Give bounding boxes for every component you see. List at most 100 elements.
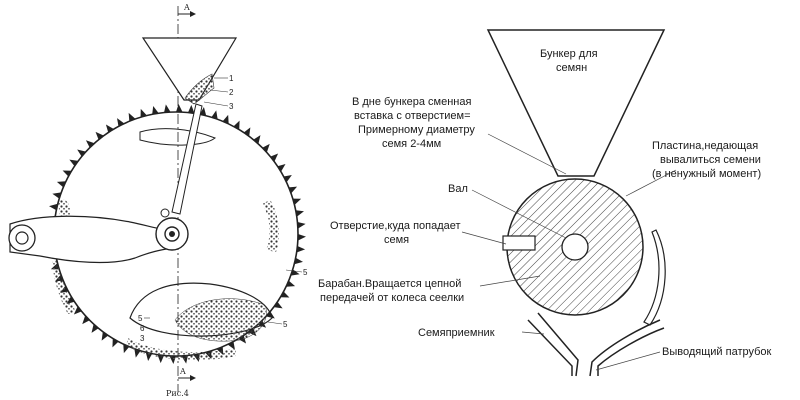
plate-label-line-3: (в ненужный момент) <box>652 168 761 180</box>
drum-tooth <box>273 301 283 309</box>
plate-label-line-2: вывалиться семени <box>660 154 761 166</box>
left-crank-end-inner <box>15 231 29 245</box>
left-hopper <box>141 37 238 101</box>
shaft-leader <box>471 189 567 239</box>
hole-label-line-1: Отверстие,куда попадает <box>330 220 461 232</box>
drum-tooth <box>117 118 125 127</box>
drum-tooth <box>56 181 66 188</box>
callout-5b: 5 <box>283 320 288 329</box>
left-bottom-seed-strip <box>126 338 236 361</box>
drum-tooth <box>297 222 306 229</box>
right-schematic: Бункер для семян В дне бункера сменная в… <box>318 29 772 377</box>
drum-tooth <box>62 170 72 177</box>
drum-tooth <box>280 291 290 298</box>
outlet-label: Выводящий патрубок <box>662 346 772 358</box>
hole-leader <box>461 231 507 245</box>
drum-tooth <box>95 131 104 140</box>
left-hopper-seeds <box>184 73 215 105</box>
drum-tooth <box>77 149 87 157</box>
callout-5c: 5 <box>138 314 143 323</box>
right-outlet-pipe <box>589 319 661 377</box>
drum-label-line-1: Барабан.Вращается цепной <box>318 278 461 290</box>
drum-tooth <box>270 153 279 162</box>
section-mark-top: A <box>183 3 190 12</box>
drum-tooth <box>286 280 296 287</box>
callout-3: 3 <box>229 102 234 111</box>
drum-tooth <box>265 311 275 319</box>
callout-leader-3 <box>203 101 229 107</box>
section-arrow-bottom-head <box>190 375 196 381</box>
hole-label-line-2: семя <box>384 234 409 246</box>
left-pin <box>160 208 170 218</box>
drum-tooth <box>164 104 171 113</box>
left-agitator-arm <box>171 103 203 215</box>
right-seed-receiver-outer <box>527 319 573 376</box>
drum-tooth <box>69 159 79 167</box>
insert-label-line-4: семя 2-4мм <box>382 138 441 150</box>
drum-tooth <box>292 198 302 205</box>
hopper-label-line-2: семян <box>556 62 587 74</box>
drum-tooth <box>85 140 95 148</box>
drum-tooth <box>176 104 183 113</box>
plate-leader <box>625 169 677 197</box>
section-mark-bottom: A <box>179 367 186 376</box>
left-right-seeds <box>262 200 279 252</box>
drum-tooth <box>199 107 207 116</box>
right-shaft <box>561 233 589 261</box>
drum-tooth <box>49 203 58 211</box>
drum-tooth <box>52 192 62 199</box>
left-lower-pocket-seeds <box>174 298 267 342</box>
drum-tooth <box>227 341 235 350</box>
callout-leader-5a <box>285 269 303 273</box>
drum-tooth <box>253 135 261 145</box>
shaft-label: Вал <box>448 183 468 195</box>
drum-tooth <box>101 331 109 341</box>
drum-tooth <box>73 306 82 315</box>
callout-6: 6 <box>140 324 145 333</box>
drum-tooth <box>105 124 114 133</box>
drum-tooth <box>262 143 270 153</box>
drum-tooth <box>294 257 303 265</box>
callout-leader-5b <box>267 321 283 325</box>
drum-tooth <box>140 108 147 118</box>
callout-5a: 5 <box>303 268 308 277</box>
receiver-leader <box>521 331 545 335</box>
drum-tooth <box>297 234 306 241</box>
callout-3b: 3 <box>140 334 145 343</box>
drum-tooth <box>295 210 304 217</box>
outlet-leader <box>595 351 661 371</box>
insert-label-line-3: Примерному диаметру <box>358 124 475 136</box>
drum-leader <box>479 275 541 287</box>
right-retaining-plate <box>643 229 666 326</box>
drum-tooth <box>222 114 229 124</box>
callout-1: 1 <box>229 74 234 83</box>
drum-label-line-2: передачей от колеса сеелки <box>320 292 464 304</box>
drum-tooth <box>283 175 292 183</box>
section-arrow-top-head <box>190 11 196 17</box>
drum-tooth <box>243 127 251 137</box>
insert-label-line-1: В дне бункера сменная <box>352 96 471 108</box>
left-lower-pocket <box>129 282 273 337</box>
drum-tooth <box>128 112 136 122</box>
figure-caption: Рис.4 <box>166 389 189 398</box>
left-left-seeds <box>58 199 71 218</box>
hopper-label-line-1: Бункер для <box>540 48 598 60</box>
drum-tooth <box>211 110 218 120</box>
left-lower-left-seeds <box>52 260 76 314</box>
right-outlet-pipe-outer <box>597 327 665 376</box>
drum-tooth <box>187 104 195 114</box>
plate-label-line-1: Пластина,недающая <box>652 140 758 152</box>
receiver-label: Семяприемник <box>418 327 495 339</box>
callout-leader-2 <box>209 89 229 93</box>
right-hopper <box>486 29 666 177</box>
drum-tooth <box>112 338 119 348</box>
drum-tooth <box>91 323 99 333</box>
drum-tooth <box>152 106 159 115</box>
insert-label-line-2: вставка с отверстием= <box>354 110 471 122</box>
left-technical-drawing: A A 1 2 3 <box>8 3 308 398</box>
callout-2: 2 <box>229 88 234 97</box>
right-seed-hole <box>502 235 536 251</box>
drum-tooth <box>296 245 306 253</box>
drum-tooth <box>233 120 240 130</box>
